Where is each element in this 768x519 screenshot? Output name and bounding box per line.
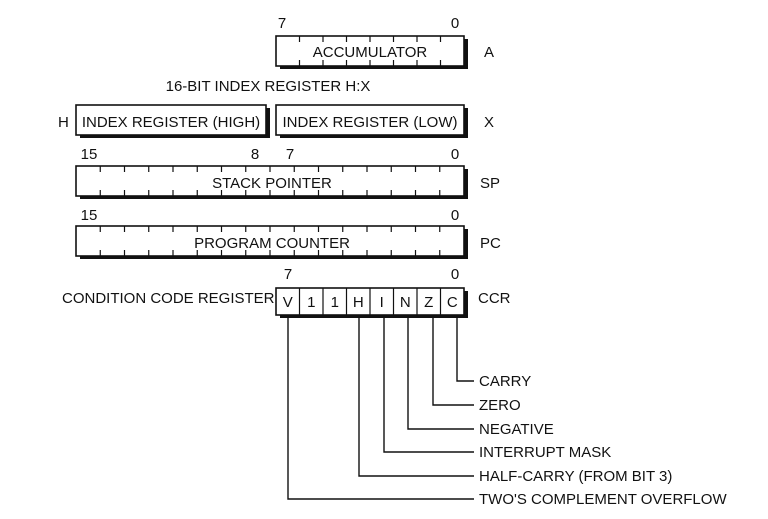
sp-bit15-label: 15 xyxy=(81,146,98,163)
negative-description: NEGATIVE xyxy=(479,421,554,438)
ccr-bit-0: C xyxy=(447,294,458,311)
interrupt-mask-leader-line xyxy=(383,315,474,453)
half-carry-leader-line xyxy=(358,315,474,477)
stack-pointer-register: 15 8 7 0 STACK POINTER SP xyxy=(75,146,500,199)
accumulator-msb-label: 7 xyxy=(278,15,286,32)
index-high-box xyxy=(75,104,267,136)
index-low-box xyxy=(275,104,465,136)
accumulator-register: 7 0 ACCUMULATOR A xyxy=(275,15,494,69)
accumulator-bit-ticks xyxy=(298,36,442,66)
stack-pointer-name: SP xyxy=(480,175,500,192)
program-counter-register: 15 0 PROGRAM COUNTER PC xyxy=(75,207,501,259)
pc-bit0-label: 0 xyxy=(451,207,459,224)
overflow-description: TWO'S COMPLEMENT OVERFLOW xyxy=(479,491,727,508)
index-register: 16-BIT INDEX REGISTER H:X H INDEX REGIST… xyxy=(58,78,494,138)
zero-leader-line xyxy=(432,315,474,406)
ccr-bit-7: V xyxy=(283,294,293,311)
accumulator-name: A xyxy=(484,44,494,61)
pc-bit15-label: 15 xyxy=(81,207,98,224)
program-counter-label: PROGRAM COUNTER xyxy=(194,235,350,252)
sp-bit8-label: 8 xyxy=(251,146,259,163)
ccr-msb-label: 7 xyxy=(284,266,292,283)
sp-bit0-label: 0 xyxy=(451,146,459,163)
ccr-title: CONDITION CODE REGISTER xyxy=(62,290,275,307)
accumulator-lsb-label: 0 xyxy=(451,15,459,32)
index-high-label: INDEX REGISTER (HIGH) xyxy=(82,114,260,131)
ccr-name: CCR xyxy=(478,290,511,307)
sp-bit7-label: 7 xyxy=(286,146,294,163)
carry-description: CARRY xyxy=(479,373,531,390)
interrupt-mask-description: INTERRUPT MASK xyxy=(479,444,611,461)
ccr-bit-1: Z xyxy=(424,294,433,311)
stack-pointer-label: STACK POINTER xyxy=(212,175,332,192)
accumulator-label: ACCUMULATOR xyxy=(313,44,428,61)
half-carry-description: HALF-CARRY (FROM BIT 3) xyxy=(479,468,672,485)
index-register-title: 16-BIT INDEX REGISTER H:X xyxy=(166,78,371,95)
ccr-bit-2: N xyxy=(400,294,411,311)
overflow-leader-line xyxy=(287,315,474,500)
zero-description: ZERO xyxy=(479,397,521,414)
index-high-name: H xyxy=(58,114,69,131)
ccr-bit-5: 1 xyxy=(331,294,339,311)
carry-leader-line xyxy=(456,315,474,382)
ccr-bit-4: H xyxy=(353,294,364,311)
program-counter-bit-ticks xyxy=(99,226,441,256)
ccr-bit-6: 1 xyxy=(307,294,315,311)
ccr-lsb-label: 0 xyxy=(451,266,459,283)
index-register-name: X xyxy=(484,114,494,131)
negative-leader-line xyxy=(407,315,474,430)
index-low-label: INDEX REGISTER (LOW) xyxy=(282,114,457,131)
ccr-bit-3: I xyxy=(380,294,384,311)
program-counter-name: PC xyxy=(480,235,501,252)
stack-pointer-bit-ticks xyxy=(99,166,441,196)
